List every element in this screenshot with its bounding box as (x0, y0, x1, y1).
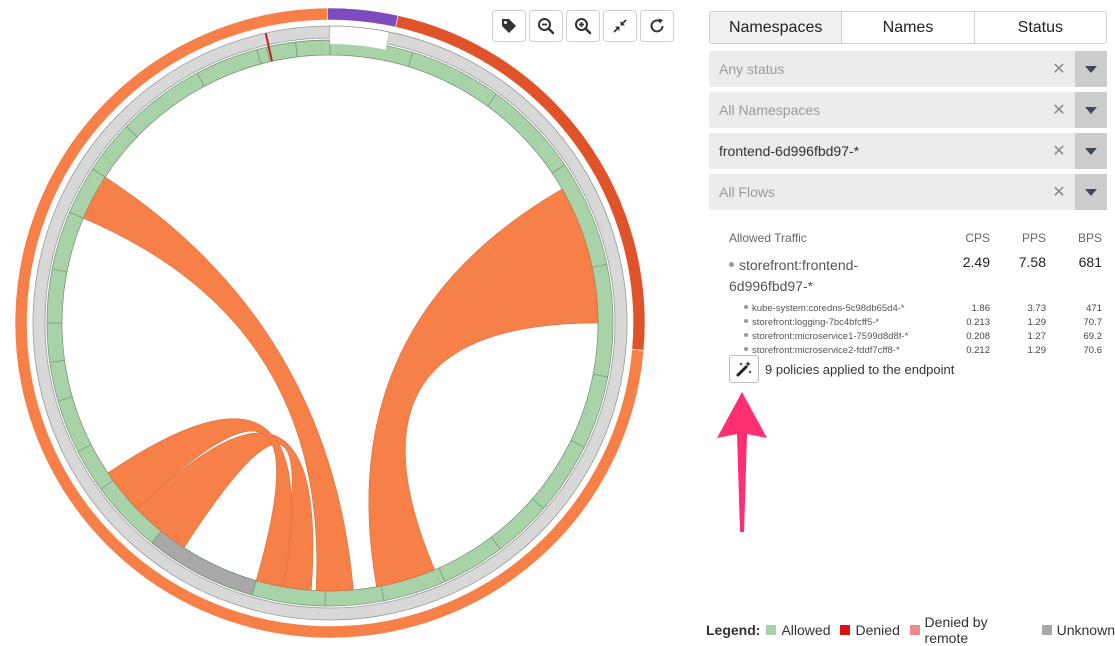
tag-button[interactable] (492, 10, 526, 42)
legend-denied-by-remote: Denied by remote (910, 614, 1032, 646)
filter-panel: Namespaces Names Status Any status ✕ All… (709, 11, 1107, 210)
cps-value: 0.208 (934, 331, 990, 342)
bullet-icon (744, 319, 748, 323)
magic-wand-icon (735, 360, 753, 378)
dropdown-toggle[interactable] (1075, 92, 1107, 128)
clear-icon[interactable]: ✕ (1043, 182, 1075, 202)
cps-value: 1.86 (934, 303, 990, 314)
pps-value: 1.29 (990, 317, 1046, 328)
status-filter-placeholder: Any status (709, 61, 1043, 77)
legend-allowed: Allowed (766, 622, 830, 638)
bullet-icon (744, 305, 748, 309)
clear-icon[interactable]: ✕ (1043, 100, 1075, 120)
bps-value: 69.2 (1046, 331, 1102, 342)
namespaces-filter-placeholder: All Namespaces (709, 102, 1043, 118)
flows-filter[interactable]: All Flows ✕ (709, 174, 1107, 210)
flows-filter-placeholder: All Flows (709, 184, 1043, 200)
policies-row: 9 policies applied to the endpoint (729, 355, 954, 383)
caret-down-icon (1085, 189, 1097, 196)
tab-namespaces[interactable]: Namespaces (710, 12, 841, 43)
graph-toolbar (492, 10, 674, 42)
bps-value: 70.7 (1046, 317, 1102, 328)
pps-value: 1.27 (990, 331, 1046, 342)
legend: Legend: Allowed Denied Denied by remote … (706, 614, 1115, 646)
peer-name: storefront:microservice1-7599d8d8f-* (752, 331, 908, 342)
pps-value: 3.73 (990, 303, 1046, 314)
caret-down-icon (1085, 66, 1097, 73)
peer-name: kube-system:coredns-5c98db65d4-* (752, 303, 905, 314)
policies-text: 9 policies applied to the endpoint (765, 362, 954, 377)
cps-value: 0.213 (934, 317, 990, 328)
collapse-button[interactable] (603, 10, 637, 42)
dropdown-toggle[interactable] (1075, 174, 1107, 210)
zoom-out-button[interactable] (529, 10, 563, 42)
bps-value: 70.6 (1046, 345, 1102, 356)
table-row[interactable]: storefront:microservice1-7599d8d8f-* 0.2… (729, 329, 1102, 343)
bullet-icon (744, 333, 748, 337)
legend-label: Allowed (781, 622, 830, 638)
denied-swatch (840, 625, 850, 635)
zoom-out-icon (537, 17, 555, 35)
column-pps: PPS (990, 231, 1046, 245)
chord-diagram[interactable] (0, 0, 700, 640)
collapse-arrows-icon (611, 17, 629, 35)
legend-title: Legend: (706, 622, 760, 638)
traffic-main-row[interactable]: storefront:frontend-6d996fbd97-* 2.49 7.… (729, 255, 1102, 297)
column-cps: CPS (934, 231, 990, 245)
tag-icon (500, 17, 518, 35)
dropdown-toggle[interactable] (1075, 51, 1107, 87)
status-filter[interactable]: Any status ✕ (709, 51, 1107, 87)
legend-denied: Denied (840, 622, 899, 638)
bps-value: 681 (1046, 255, 1102, 297)
zoom-in-button[interactable] (566, 10, 600, 42)
bullet-icon (729, 262, 734, 267)
caret-down-icon (1085, 107, 1097, 114)
traffic-title: Allowed Traffic (729, 231, 934, 245)
pps-value: 7.58 (990, 255, 1046, 297)
cps-value: 2.49 (934, 255, 990, 297)
legend-label: Denied by remote (925, 614, 1032, 646)
legend-unknown: Unknown (1042, 622, 1115, 638)
endpoint-filter[interactable]: frontend-6d996fbd97-* ✕ (709, 133, 1107, 169)
refresh-button[interactable] (640, 10, 674, 42)
column-bps: BPS (1046, 231, 1102, 245)
legend-label: Unknown (1057, 622, 1115, 638)
bullet-icon (744, 347, 748, 351)
bps-value: 471 (1046, 303, 1102, 314)
tab-names[interactable]: Names (841, 12, 973, 43)
allowed-traffic-table: Allowed Traffic CPS PPS BPS storefront:f… (729, 230, 1102, 357)
table-row[interactable]: storefront:logging-7bc4bfcff5-* 0.213 1.… (729, 315, 1102, 329)
endpoint-filter-value: frontend-6d996fbd97-* (709, 143, 1043, 159)
allowed-swatch (766, 625, 776, 635)
pps-value: 1.29 (990, 345, 1046, 356)
group-by-tabs: Namespaces Names Status (709, 11, 1107, 44)
unknown-swatch (1042, 625, 1052, 635)
traffic-peers: kube-system:coredns-5c98db65d4-* 1.86 3.… (729, 301, 1102, 357)
view-policies-button[interactable] (729, 355, 759, 383)
refresh-icon (648, 17, 666, 35)
denied-remote-swatch (910, 625, 920, 635)
caret-down-icon (1085, 148, 1097, 155)
table-row[interactable]: kube-system:coredns-5c98db65d4-* 1.86 3.… (729, 301, 1102, 315)
peer-name: storefront:microservice2-fddf7cff8-* (752, 345, 900, 356)
cps-value: 0.212 (934, 345, 990, 356)
endpoint-name: storefront:frontend-6d996fbd97-* (729, 257, 858, 294)
annotation-arrow-icon (716, 390, 770, 538)
tab-status[interactable]: Status (974, 12, 1106, 43)
peer-name: storefront:logging-7bc4bfcff5-* (752, 317, 879, 328)
zoom-in-icon (574, 17, 592, 35)
legend-label: Denied (855, 622, 899, 638)
clear-icon[interactable]: ✕ (1043, 141, 1075, 161)
namespace-segment[interactable] (327, 8, 398, 27)
namespaces-filter[interactable]: All Namespaces ✕ (709, 92, 1107, 128)
clear-icon[interactable]: ✕ (1043, 59, 1075, 79)
traffic-header: Allowed Traffic CPS PPS BPS (729, 230, 1102, 246)
dropdown-toggle[interactable] (1075, 133, 1107, 169)
